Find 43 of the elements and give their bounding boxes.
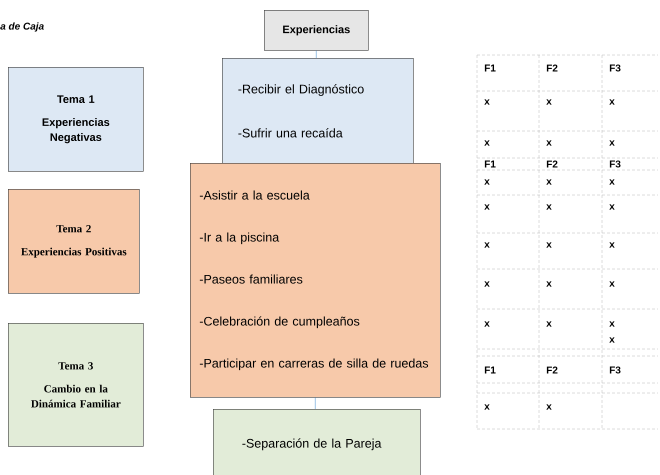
list-box: -Asistir a la escuela -Ir a la piscina -Paseos familiares -Celebración de cumpleaños -Participar en carreras de silla de ruedas — [190, 163, 441, 398]
table-cell-text: x — [484, 321, 490, 327]
table-cell-text: F2 — [546, 160, 558, 168]
table-cell-text: F3 — [610, 366, 621, 374]
table-cell-text: x — [546, 281, 552, 287]
table-cell-text: x — [484, 179, 490, 185]
connector-line — [316, 50, 317, 58]
theme-box: Tema 1 Experiencias Negativas — [8, 67, 144, 172]
heading-box: Experiencias — [264, 10, 369, 51]
table-cell-text: x — [546, 404, 552, 410]
table-cell-text: x — [546, 242, 552, 248]
list-box: -Separación de la Pareja — [213, 409, 421, 475]
table-cell-text: x — [609, 140, 615, 146]
table-cell-text: F1 — [484, 366, 496, 374]
table-cell-text: F3 — [610, 64, 621, 72]
list-box: -Recibir el Diagnóstico -Sufrir una recaída — [222, 58, 414, 164]
table-cell-text: x — [484, 242, 490, 248]
table-cell-text: x — [546, 140, 552, 146]
table-cell-text: x — [609, 179, 615, 185]
table-cell-text: x — [484, 99, 490, 105]
title: a de Caja — [0, 22, 44, 32]
table-cell-text: x — [546, 204, 552, 210]
table-cell-text: x — [609, 321, 615, 327]
connector-line — [314, 397, 316, 410]
table-cell-text: x — [609, 281, 615, 287]
table-cell-text: x — [484, 204, 490, 210]
table-cell-text: x — [609, 99, 615, 105]
table-cell-text: x — [609, 242, 615, 248]
table-cell-text: F2 — [546, 64, 558, 72]
theme-box: Tema 2 Experiencias Positivas — [8, 189, 140, 294]
table-cell-text: x — [609, 204, 615, 210]
table-cell-text: F1 — [484, 64, 496, 72]
table-cell-text: F3 — [610, 160, 621, 168]
table-cell-text: x — [546, 179, 552, 185]
theme-box: Tema 3 Cambio en la Dinámica Familiar — [8, 323, 144, 447]
table-cell-text: x — [609, 337, 615, 343]
table-cell-text: x — [546, 99, 552, 105]
table-cell-text: x — [484, 140, 490, 146]
table-cell-text: F2 — [546, 366, 558, 374]
table-cell-text: x — [484, 281, 490, 287]
table-cell-text: F1 — [484, 160, 496, 168]
table-cell-text: x — [546, 321, 552, 327]
table-cell-text: x — [484, 404, 490, 410]
